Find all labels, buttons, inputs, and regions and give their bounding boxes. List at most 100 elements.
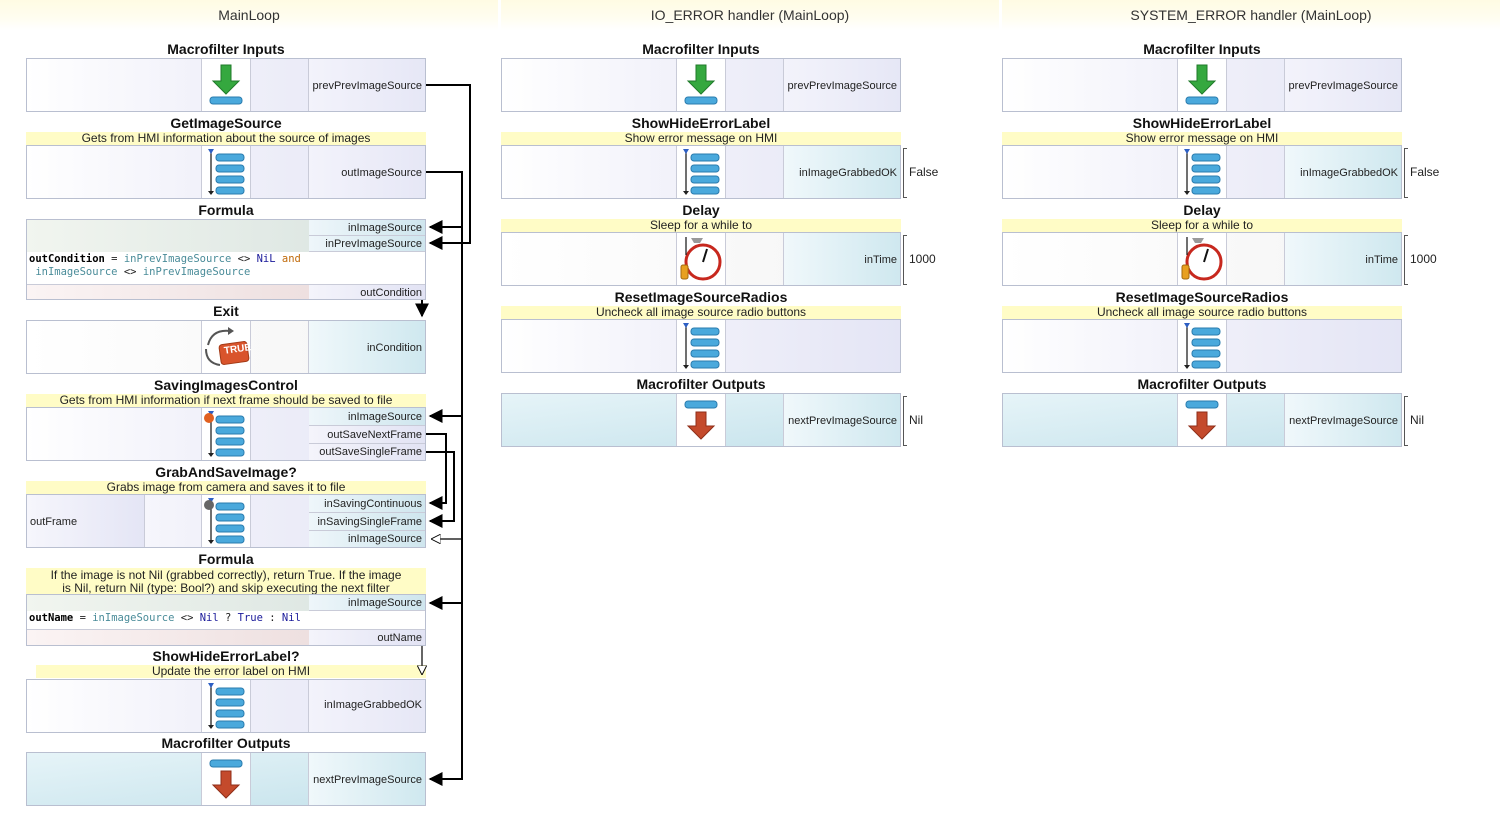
filter-macro-outputs[interactable]: nextPrevImageSource: [26, 752, 426, 806]
filter-macro-inputs[interactable]: prevPrevImageSource: [26, 58, 426, 112]
task-list-gear-icon: [201, 408, 251, 460]
task-list-icon: [1177, 320, 1227, 372]
filter-title-macro-inputs-io: Macrofilter Inputs: [642, 41, 760, 57]
value-intime-sys[interactable]: 1000: [1410, 252, 1437, 266]
red-down-arrow-icon: [676, 394, 726, 446]
output-port-prevprevimagesource-sys[interactable]: prevPrevImageSource: [1288, 80, 1398, 92]
input-port-incondition[interactable]: inCondition: [366, 342, 422, 354]
exit-true-icon: TRUE: [201, 321, 252, 373]
input-port-intime-sys[interactable]: inTime: [1365, 254, 1398, 266]
column-header-system-error: SYSTEM_ERROR handler (MainLoop): [1002, 0, 1500, 30]
filter-desc-delay-io: Sleep for a while to: [501, 219, 901, 232]
output-port-outframe[interactable]: outFrame: [30, 516, 78, 528]
input-port-inimagegrabbedok-io[interactable]: inImageGrabbedOK: [799, 167, 897, 179]
input-port-nextprevimagesource-io[interactable]: nextPrevImageSource: [788, 415, 897, 427]
filter-desc-grabandsaveimage: Grabs image from camera and saves it to …: [26, 481, 426, 494]
input-port-inimagegrabbedok-main[interactable]: inImageGrabbedOK: [324, 699, 422, 711]
filter-title-savingimagescontrol: SavingImagesControl: [154, 377, 298, 393]
task-list-icon: [676, 146, 726, 198]
output-port-prevprevimagesource[interactable]: prevPrevImageSource: [312, 80, 422, 92]
filter-exit[interactable]: TRUE inCondition: [26, 320, 426, 374]
input-port-inprevimagesource[interactable]: inPrevImageSource: [309, 236, 425, 252]
stopwatch-icon: [1177, 233, 1227, 285]
filter-savingimagescontrol[interactable]: inImageSource outSaveNextFrame outSaveSi…: [26, 407, 426, 461]
input-port-inimagesource-grab[interactable]: inImageSource: [309, 531, 425, 547]
output-port-outsavenextframe[interactable]: outSaveNextFrame: [309, 426, 425, 444]
green-down-arrow-icon: [201, 59, 251, 111]
filter-title-macro-outputs: Macrofilter Outputs: [161, 735, 291, 751]
filter-showhideerrorlabel-sys[interactable]: inImageGrabbedOK: [1002, 145, 1402, 199]
filter-grabandsaveimage[interactable]: outFrame inSavingContinuous inSavingSing…: [26, 494, 426, 548]
filter-formula-2[interactable]: inImageSource outName = inImageSource <>…: [26, 594, 426, 646]
task-list-icon: [676, 320, 726, 372]
task-list-icon: [1177, 146, 1227, 198]
column-header-mainloop: MainLoop: [0, 0, 498, 30]
filter-title-formula-2: Formula: [198, 551, 254, 567]
filter-delay-sys[interactable]: inTime: [1002, 232, 1402, 286]
input-port-nextprevimagesource-sys[interactable]: nextPrevImageSource: [1289, 415, 1398, 427]
red-down-arrow-icon: [201, 753, 251, 805]
value-nextprevimagesource-sys[interactable]: Nil: [1410, 413, 1424, 427]
input-port-intime-io[interactable]: inTime: [864, 254, 897, 266]
connection-wires: [415, 84, 471, 786]
input-port-insavingcontinuous[interactable]: inSavingContinuous: [309, 495, 425, 513]
filter-title-delay-io: Delay: [682, 202, 720, 218]
filter-desc-resetimagesourceradios-io: Uncheck all image source radio buttons: [501, 306, 901, 319]
value-inimagegrabbedok-io[interactable]: False: [909, 165, 939, 179]
green-down-arrow-icon: [676, 59, 726, 111]
filter-macro-outputs-sys[interactable]: nextPrevImageSource: [1002, 393, 1402, 447]
filter-getimagesource[interactable]: outImageSource: [26, 145, 426, 199]
filter-title-macro-inputs-sys: Macrofilter Inputs: [1143, 41, 1261, 57]
green-down-arrow-icon: [1177, 59, 1227, 111]
filter-macro-outputs-io[interactable]: nextPrevImageSource: [501, 393, 901, 447]
stopwatch-icon: [676, 233, 726, 285]
output-port-outimagesource[interactable]: outImageSource: [341, 167, 422, 179]
input-port-inimagesource-formula2[interactable]: inImageSource: [309, 595, 425, 611]
input-port-inimagesource-saving[interactable]: inImageSource: [309, 408, 425, 426]
filter-title-formula-1: Formula: [198, 202, 254, 218]
filter-showhideerrorlabel-conditional[interactable]: inImageGrabbedOK: [26, 679, 426, 733]
filter-title-resetimagesourceradios-sys: ResetImageSourceRadios: [1115, 289, 1289, 305]
filter-title-showhideerrorlabel-io: ShowHideErrorLabel: [631, 115, 771, 131]
filter-desc-savingimagescontrol: Gets from HMI information if next frame …: [26, 394, 426, 407]
output-port-outname[interactable]: outName: [309, 629, 425, 645]
filter-desc-showhideerrorlabel-io: Show error message on HMI: [501, 132, 901, 145]
filter-title-grabandsaveimage: GrabAndSaveImage?: [155, 464, 297, 480]
filter-title-showhideerrorlabel-sys: ShowHideErrorLabel: [1132, 115, 1272, 131]
filter-title-macro-outputs-io: Macrofilter Outputs: [636, 376, 766, 392]
output-port-prevprevimagesource-io[interactable]: prevPrevImageSource: [787, 80, 897, 92]
input-port-inimagegrabbedok-sys[interactable]: inImageGrabbedOK: [1300, 167, 1398, 179]
filter-title-delay-sys: Delay: [1183, 202, 1221, 218]
output-port-outsavesingleframe[interactable]: outSaveSingleFrame: [309, 444, 425, 460]
task-list-gear-icon: [201, 495, 251, 547]
value-intime-io[interactable]: 1000: [909, 252, 936, 266]
filter-formula-1[interactable]: inImageSource inPrevImageSource outCondi…: [26, 219, 426, 300]
filter-title-getimagesource: GetImageSource: [170, 115, 282, 131]
filter-resetimagesourceradios-io[interactable]: [501, 319, 901, 373]
task-list-icon: [201, 680, 251, 732]
input-port-insavingsingleframe[interactable]: inSavingSingleFrame: [309, 513, 425, 531]
filter-macro-inputs-sys[interactable]: prevPrevImageSource: [1002, 58, 1402, 112]
filter-resetimagesourceradios-sys[interactable]: [1002, 319, 1402, 373]
filter-title-macro-inputs: Macrofilter Inputs: [167, 41, 285, 57]
filter-macro-inputs-io[interactable]: prevPrevImageSource: [501, 58, 901, 112]
value-nextprevimagesource-io[interactable]: Nil: [909, 413, 923, 427]
formula-code-1: outCondition = inPrevImageSource <> NiL …: [27, 253, 425, 281]
filter-title-macro-outputs-sys: Macrofilter Outputs: [1137, 376, 1267, 392]
filter-desc-resetimagesourceradios-sys: Uncheck all image source radio buttons: [1002, 306, 1402, 319]
filter-title-resetimagesourceradios-io: ResetImageSourceRadios: [614, 289, 788, 305]
red-down-arrow-icon: [1177, 394, 1227, 446]
filter-title-showhideerrorlabel-conditional: ShowHideErrorLabel?: [152, 648, 300, 664]
filter-desc-delay-sys: Sleep for a while to: [1002, 219, 1402, 232]
filter-showhideerrorlabel-io[interactable]: inImageGrabbedOK: [501, 145, 901, 199]
filter-title-exit: Exit: [213, 303, 239, 319]
filter-desc-showhideerrorlabel-conditional: Update the error label on HMI: [36, 665, 426, 678]
formula-code-2: outName = inImageSource <> Nil ? True : …: [27, 612, 425, 626]
filter-desc-formula-2: If the image is not Nil (grabbed correct…: [26, 568, 426, 596]
value-inimagegrabbedok-sys[interactable]: False: [1410, 165, 1440, 179]
input-port-nextprevimagesource-main[interactable]: nextPrevImageSource: [313, 774, 422, 786]
filter-delay-io[interactable]: inTime: [501, 232, 901, 286]
output-port-outcondition[interactable]: outCondition: [309, 284, 425, 299]
filter-desc-getimagesource: Gets from HMI information about the sour…: [26, 132, 426, 145]
input-port-inimagesource[interactable]: inImageSource: [309, 220, 425, 236]
